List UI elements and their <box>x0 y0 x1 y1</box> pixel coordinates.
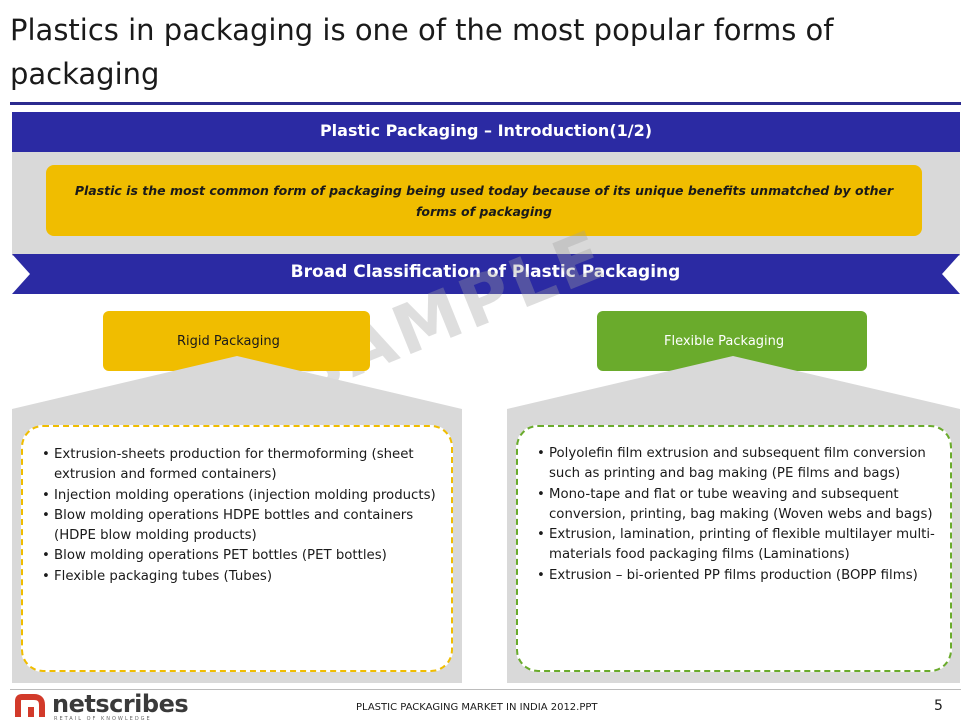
list-item: Mono-tape and flat or tube weaving and s… <box>537 485 937 526</box>
rigid-packaging-text: Rigid Packaging <box>177 333 280 349</box>
flexible-packaging-text: Flexible Packaging <box>664 333 785 349</box>
flexible-list: Polyolefin film extrusion and subsequent… <box>537 444 937 586</box>
list-item: Extrusion – bi-oriented PP films product… <box>537 566 937 587</box>
page-number: 5 <box>934 698 943 714</box>
list-item: Injection molding operations (injection … <box>42 486 442 507</box>
list-item: Polyolefin film extrusion and subsequent… <box>537 444 937 485</box>
logo-mark-icon <box>15 694 45 717</box>
logo-wordmark: netscribes <box>52 690 189 718</box>
classification-header: Broad Classification of Plastic Packagin… <box>290 262 681 282</box>
logo-tagline: RETAIL OF KNOWLEDGE <box>54 716 152 722</box>
list-item: Flexible packaging tubes (Tubes) <box>42 567 442 588</box>
intro-header: Plastic Packaging – Introduction(1/2) <box>319 121 653 140</box>
rigid-connector-triangle <box>12 356 462 409</box>
footer-divider <box>10 689 961 690</box>
list-item: Extrusion-sheets production for thermofo… <box>42 445 442 486</box>
list-item: Blow molding operations PET bottles (PET… <box>42 546 442 567</box>
rigid-list: Extrusion-sheets production for thermofo… <box>42 445 442 587</box>
list-item: Blow molding operations HDPE bottles and… <box>42 506 442 547</box>
intro-header-band: Plastic Packaging – Introduction(1/2) <box>12 112 960 152</box>
slide-title: Plastics in packaging is one of the most… <box>10 13 834 91</box>
intro-statement: Plastic is the most common form of packa… <box>74 182 894 219</box>
intro-statement-box: Plastic is the most common form of packa… <box>46 165 922 236</box>
flexible-connector-triangle <box>507 356 960 409</box>
classification-header-band <box>12 254 960 294</box>
title-divider <box>10 102 961 105</box>
list-item: Extrusion, lamination, printing of flexi… <box>537 525 937 566</box>
netscribes-logo: netscribes RETAIL OF KNOWLEDGE <box>14 690 189 724</box>
document-name: PLASTIC PACKAGING MARKET IN INDIA 2012.P… <box>356 702 598 713</box>
